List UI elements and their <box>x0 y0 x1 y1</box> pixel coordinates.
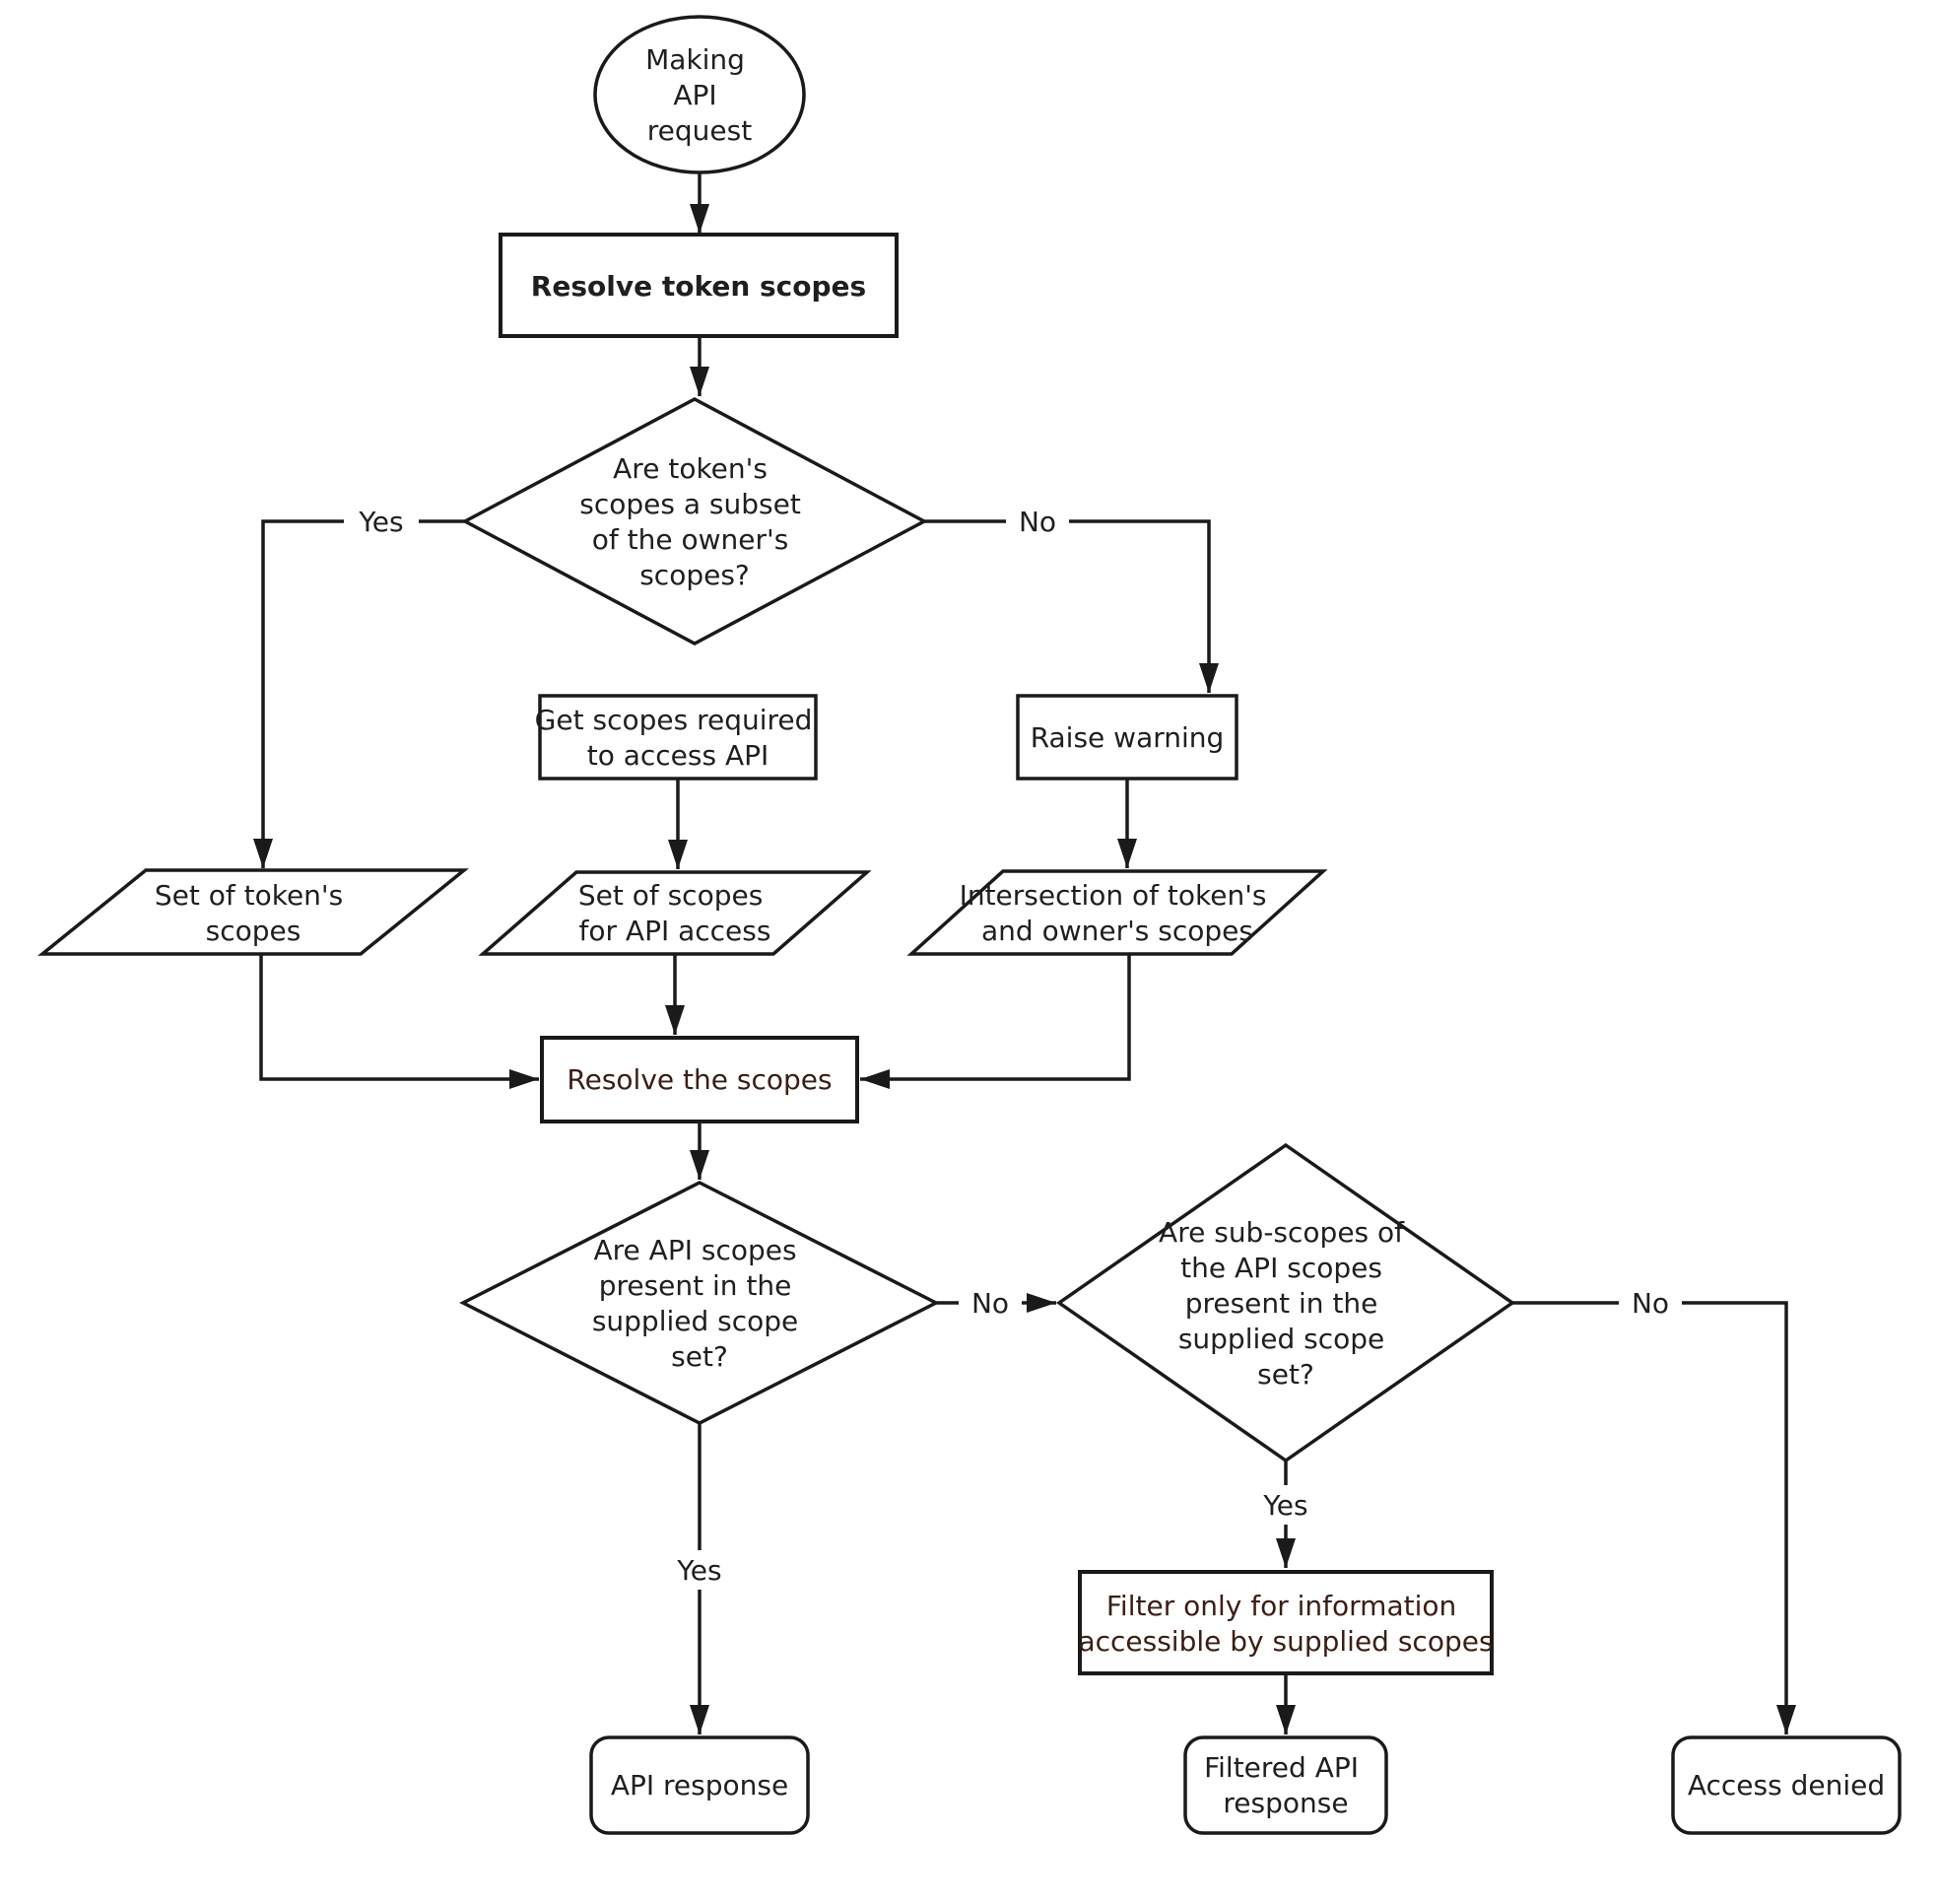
node-api-response: API response <box>589 1735 810 1835</box>
filtered-api-response-label: Filtered API response <box>1204 1751 1368 1819</box>
api-scopes-yes-label-bg <box>662 1550 737 1590</box>
start-label: Making API request <box>645 43 754 147</box>
node-token-subset-decision: Are token's scopes a subset of the owner… <box>461 397 928 646</box>
node-set-of-scopes-for-api: Set of scopes for API access <box>478 870 872 956</box>
node-filter-information: Filter only for information accessible b… <box>1078 1570 1494 1675</box>
node-filtered-api-response: Filtered API response <box>1183 1735 1388 1835</box>
token-subset-no-label-bg <box>1006 502 1069 541</box>
node-get-scopes-required: Get scopes required to access API <box>535 694 822 781</box>
api-scopes-diamond <box>459 1181 940 1425</box>
raise-warning-box <box>1016 694 1238 781</box>
resolve-the-scopes-label: Resolve the scopes <box>567 1063 832 1096</box>
edge-intersection-to-resolve <box>860 954 1131 1089</box>
set-of-scopes-for-api-shape <box>478 870 872 956</box>
set-of-token-scopes-shape <box>37 868 469 956</box>
token-subset-label: Are token's scopes a subset of the owner… <box>579 452 809 591</box>
edge-token-scopes-to-resolve <box>259 954 539 1089</box>
edges <box>253 172 1796 1734</box>
raise-warning-label: Raise warning <box>1031 721 1225 754</box>
api-response-label: API response <box>611 1769 788 1802</box>
token-subset-no-label: No <box>1019 506 1056 538</box>
intersection-of-scopes-shape <box>906 869 1328 956</box>
node-intersection-of-scopes: Intersection of token's and owner's scop… <box>906 869 1328 956</box>
intersection-of-scopes-label: Intersection of token's and owner's scop… <box>960 879 1276 947</box>
node-resolve-the-scopes: Resolve the scopes <box>540 1036 859 1123</box>
node-raise-warning: Raise warning <box>1016 694 1238 781</box>
resolve-token-scopes-box <box>499 233 899 338</box>
sub-scopes-label: Are sub-scopes of the API scopes present… <box>1159 1216 1413 1391</box>
set-of-token-scopes-label: Set of token's scopes <box>155 879 352 947</box>
get-scopes-required-label: Get scopes required to access API <box>535 704 822 772</box>
edge-labels: Yes No Yes No Yes No <box>344 502 1682 1590</box>
filter-information-label: Filter only for information accessible b… <box>1078 1590 1493 1658</box>
sub-scopes-no-label-bg <box>1619 1283 1682 1323</box>
node-sub-scopes-decision: Are sub-scopes of the API scopes present… <box>1055 1142 1516 1463</box>
api-scopes-no-label-bg <box>959 1283 1022 1323</box>
node-making-api-request: Making API request <box>593 15 806 174</box>
api-response-box <box>589 1735 810 1835</box>
set-of-scopes-for-api-label: Set of scopes for API access <box>578 879 771 947</box>
api-scopes-label: Are API scopes present in the supplied s… <box>592 1234 807 1373</box>
node-api-scopes-decision: Are API scopes present in the supplied s… <box>459 1181 940 1425</box>
sub-scopes-yes-label-bg <box>1248 1485 1323 1525</box>
edge-token-subset-yes <box>253 519 465 868</box>
node-set-of-token-scopes: Set of token's scopes <box>37 868 469 956</box>
api-scopes-yes-label: Yes <box>676 1554 721 1587</box>
edge-sub-scopes-no <box>1512 1301 1796 1734</box>
edge-token-subset-no <box>924 519 1219 693</box>
node-access-denied: Access denied <box>1671 1735 1902 1835</box>
resolve-the-scopes-box <box>540 1036 859 1123</box>
get-scopes-required-box <box>538 694 818 781</box>
token-subset-diamond <box>461 397 928 646</box>
resolve-token-scopes-label: Resolve token scopes <box>531 270 866 303</box>
sub-scopes-yes-label: Yes <box>1262 1489 1307 1522</box>
sub-scopes-no-label: No <box>1632 1287 1669 1320</box>
access-denied-label: Access denied <box>1688 1769 1885 1802</box>
access-denied-box <box>1671 1735 1902 1835</box>
filter-information-box <box>1078 1570 1494 1675</box>
node-resolve-token-scopes: Resolve token scopes <box>499 233 899 338</box>
api-scopes-no-label: No <box>971 1287 1009 1320</box>
token-subset-yes-label: Yes <box>358 506 403 538</box>
token-subset-yes-label-bg <box>344 502 419 541</box>
filtered-api-response-box <box>1183 1735 1388 1835</box>
